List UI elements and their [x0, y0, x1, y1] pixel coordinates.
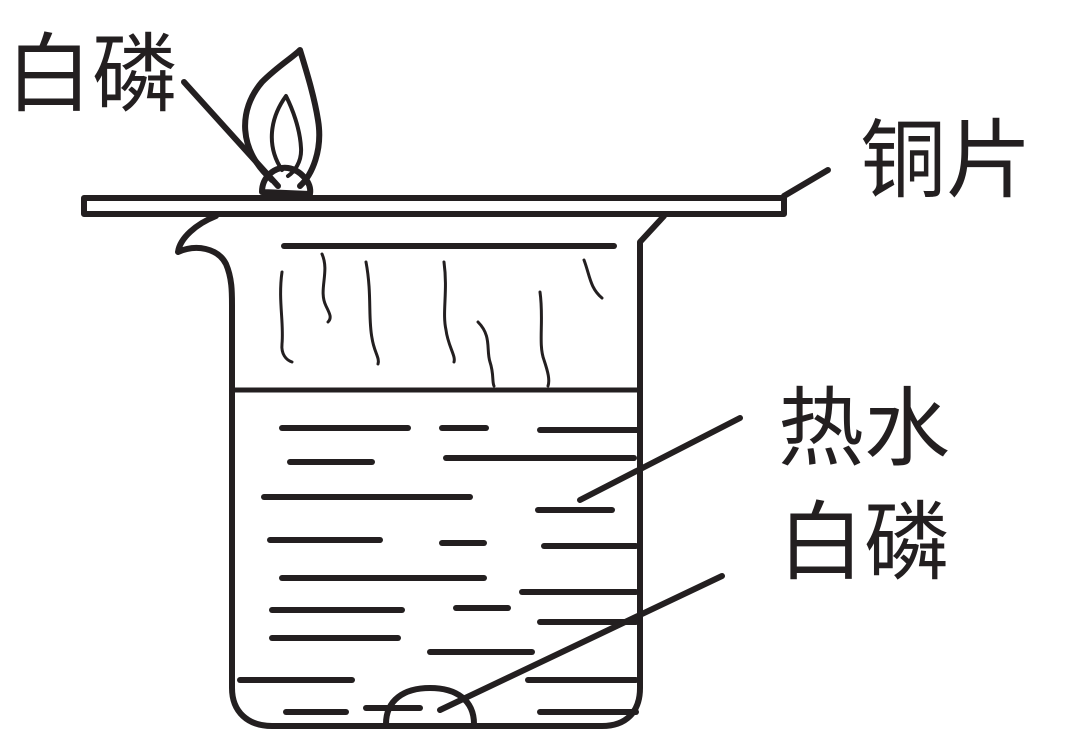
leader-hot-water	[577, 415, 743, 503]
steam-wisp	[320, 252, 332, 324]
steam-wisp	[442, 260, 456, 364]
steam-wisp	[582, 258, 604, 300]
label-hot-water: 热水	[778, 379, 950, 479]
leader-lines	[181, 79, 831, 713]
leader-copper-sheet	[781, 167, 831, 199]
label-white-phosphorus-top: 白磷	[6, 25, 178, 125]
white-phosphorus-underwater	[383, 685, 477, 727]
leader-top-phosphorus	[181, 79, 281, 189]
label-white-phosphorus-underwater: 白磷	[778, 493, 950, 593]
steam-wisp	[364, 260, 380, 366]
label-copper-sheet: 铜片	[860, 111, 1032, 211]
leader-underwater-phosphorus	[437, 573, 725, 713]
steam-wisps	[279, 252, 604, 388]
steam-wisp	[476, 320, 496, 388]
steam-wisp	[279, 270, 294, 364]
water-lines	[237, 425, 643, 715]
copper-sheet	[81, 195, 787, 217]
white-phosphorus-on-copper	[259, 164, 314, 197]
steam-wisp	[538, 290, 551, 388]
beaker	[175, 213, 667, 729]
flame	[242, 47, 323, 189]
